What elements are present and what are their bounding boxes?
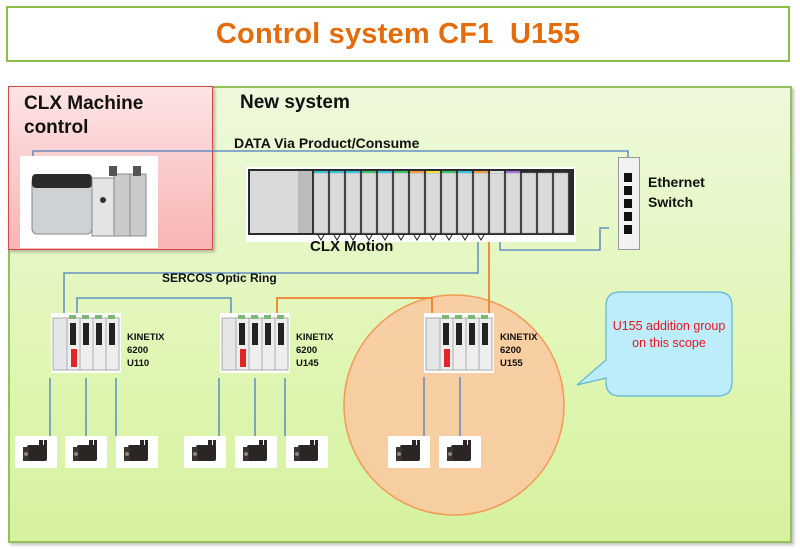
chassis-module <box>553 172 569 234</box>
sercos-ring-outer <box>63 240 479 313</box>
page-title: Control system CF1 U155 <box>215 17 581 50</box>
chassis-module <box>361 172 377 234</box>
servo-motor-image <box>388 436 430 468</box>
switch-to-motion-wire <box>499 227 609 251</box>
ethernet-label-line1: Ethernet <box>648 174 705 190</box>
drive-label-family: KINETIX <box>296 332 334 343</box>
clx-label-line2: control <box>24 117 89 138</box>
drive-label-unit: U145 <box>296 358 319 369</box>
chassis-module <box>457 172 473 234</box>
clx-machine-control-label: CLX Machine control <box>24 92 143 140</box>
chassis-module <box>537 172 553 234</box>
servo-motor-image <box>116 436 158 468</box>
servo-motor-image <box>15 436 57 468</box>
chassis-module <box>345 172 361 234</box>
motor-cables <box>49 377 461 436</box>
callout-bubble <box>576 291 733 397</box>
servo-motor-image <box>65 436 107 468</box>
chassis-module <box>473 172 489 234</box>
new-system-label: New system <box>240 92 350 113</box>
chassis-module <box>409 172 425 234</box>
chassis-module <box>489 172 505 234</box>
drive-label-model: 6200 <box>127 345 149 356</box>
servo-motor-image <box>235 436 277 468</box>
kinetix-drive-image <box>220 313 290 373</box>
orange-ring-a <box>276 297 433 315</box>
chassis-module <box>505 172 521 234</box>
servo-motor-image <box>439 436 481 468</box>
chassis-module <box>313 172 329 234</box>
clx-motion-chassis-image <box>246 167 576 242</box>
clx-motion-label: CLX Motion <box>310 238 394 255</box>
kinetix-drive-image <box>51 313 121 373</box>
drive-label-family: KINETIX <box>500 332 538 343</box>
ethernet-label-line2: Switch <box>648 194 694 210</box>
chassis-module <box>521 172 537 234</box>
servo-motor-image <box>184 436 226 468</box>
drive-label-family: KINETIX <box>127 332 165 343</box>
sercos-ring-label: SERCOS Optic Ring <box>162 271 277 285</box>
title-box: Control system CF1 U155 <box>6 6 790 62</box>
chassis-module <box>329 172 345 234</box>
chassis-module <box>393 172 409 234</box>
drive-label-unit: U155 <box>500 358 523 369</box>
chassis-module <box>425 172 441 234</box>
ethernet-switch-label: Ethernet Switch <box>648 172 705 212</box>
clx-label-line1: CLX Machine <box>24 93 144 114</box>
drive-label-model: 6200 <box>296 345 318 356</box>
clx-machine-controller-image <box>20 156 158 248</box>
data-link-label: DATA Via Product/Consume <box>234 135 420 151</box>
callout-text: U155 addition group on this scope <box>612 319 726 350</box>
chassis-module <box>377 172 393 234</box>
sercos-ring-inner <box>76 297 232 313</box>
kinetix-drive-image <box>424 313 494 373</box>
chassis-module <box>441 172 457 234</box>
drive-label-unit: U110 <box>127 358 150 369</box>
servo-motor-image <box>286 436 328 468</box>
drive-label-model: 6200 <box>500 345 522 356</box>
ethernet-switch-image <box>618 157 640 250</box>
